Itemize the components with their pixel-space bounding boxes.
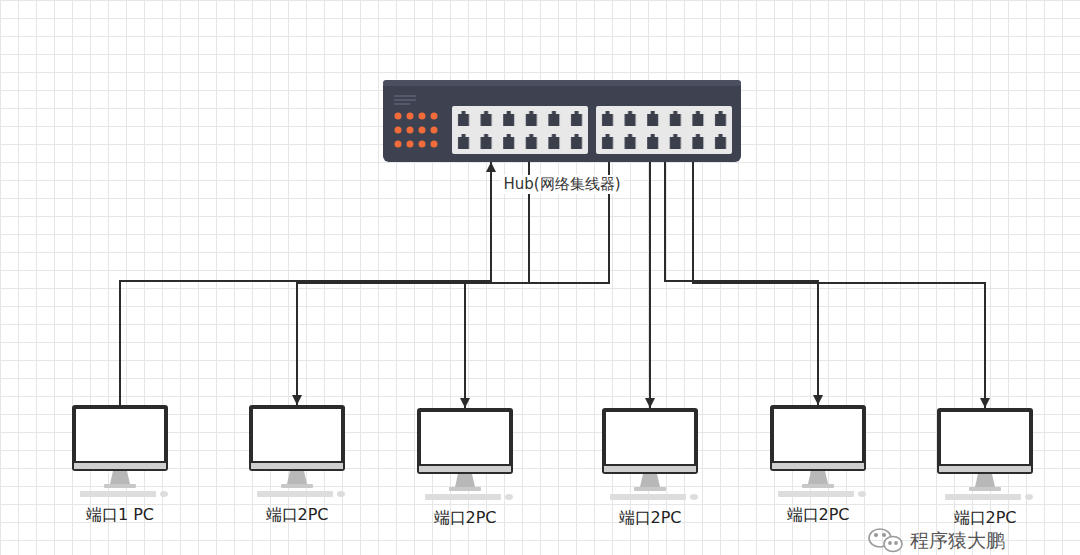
pc-box: 端口2PC (758, 405, 878, 525)
pc-box: 端口2PC (405, 408, 525, 528)
connector (693, 162, 985, 408)
port-label: 端口2PC (405, 508, 525, 528)
port-label: 端口2PC (590, 508, 710, 528)
pc-icons (72, 405, 1033, 500)
pc-box: 端口2PC (237, 405, 357, 525)
device-label: Hub(网络集线器) (500, 175, 623, 194)
port-label: 端口1 PC (60, 505, 180, 525)
watermark: 程序猿大鹏 (910, 529, 1005, 551)
hub-device (383, 80, 741, 162)
pc-box: 端口1 PC (60, 405, 180, 525)
port-label: 端口2PC (758, 505, 878, 525)
port-label: 端口2PC (237, 505, 357, 525)
wechat-icon (869, 529, 902, 552)
pc-box: 端口2PC (590, 408, 710, 528)
connector (465, 162, 609, 408)
hub-box: Hub(网络集线器) (383, 80, 741, 162)
hub-caption: Hub(网络集线器) (500, 175, 623, 194)
port-label: 端口2PC (925, 508, 1045, 528)
pc-box: 端口2PC (925, 408, 1045, 528)
connector (649, 162, 651, 408)
